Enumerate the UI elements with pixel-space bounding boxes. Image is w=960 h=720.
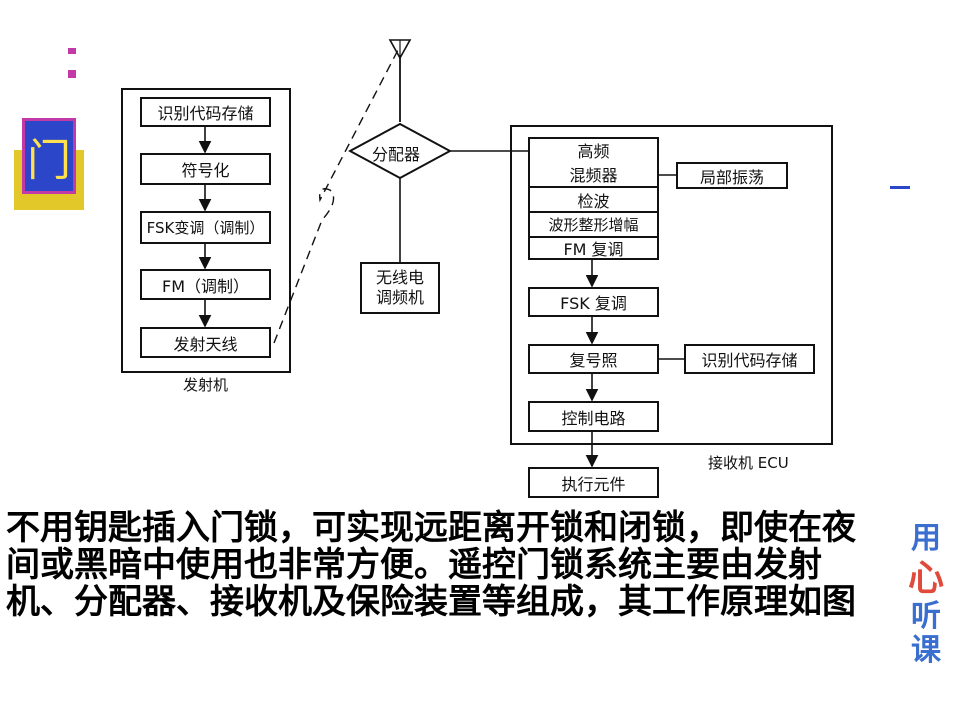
rx-rf-block: 高频 — [528, 137, 659, 163]
logo-char-bottom1: 听 — [911, 599, 941, 634]
radio-label-line1: 无线电 — [375, 268, 424, 287]
rx-mixer-block: 混频器 — [528, 161, 659, 188]
radio-fm-block: 无线电 调频机 — [360, 262, 440, 314]
tx-encode-block: 符号化 — [140, 153, 271, 185]
radio-label-line2: 调频机 — [375, 288, 424, 307]
tx-fsk-block: FSK变调（调制） — [140, 211, 271, 244]
logo-char-top: 用 — [911, 521, 941, 556]
rx-fm-demod-block: FM 复调 — [528, 238, 659, 260]
slide-title-fragment: 门 — [22, 118, 76, 194]
rx-fsk-demod-block: FSK 复调 — [528, 287, 659, 317]
title-deco-mid — [68, 70, 76, 78]
rx-control-block: 控制电路 — [528, 401, 659, 432]
distributor-label: 分配器 — [372, 145, 421, 164]
listen-logo: 用 心 听 课 — [896, 522, 956, 668]
logo-char-heart: 心 — [907, 557, 944, 599]
slide-body-text: 不用钥匙插入门锁，可实现远距离开锁和闭锁，即使在夜间或黑暗中使用也非常方便。遥控… — [6, 508, 856, 622]
rx-detector-block: 检波 — [528, 188, 659, 213]
transmitter-caption: 发射机 — [183, 376, 229, 394]
tx-antenna-block: 发射天线 — [140, 327, 271, 358]
rx-shaper-block: 波形整形增幅 — [528, 213, 659, 238]
actuator-block: 执行元件 — [528, 467, 659, 498]
tx-fm-block: FM（调制） — [140, 269, 271, 300]
title-underline-deco — [890, 186, 910, 189]
logo-char-bottom2: 课 — [911, 633, 941, 668]
tx-code-store-block: 识别代码存储 — [140, 97, 271, 127]
rx-code-store-block: 识别代码存储 — [684, 344, 815, 374]
receiver-caption: 接收机 ECU — [708, 454, 789, 472]
rx-local-osc-block: 局部振荡 — [676, 162, 788, 189]
title-deco-top — [68, 48, 76, 54]
transmitter-frame — [121, 88, 291, 373]
rx-compare-block: 复号照 — [528, 344, 659, 374]
distributor-diamond — [348, 122, 452, 180]
receiver-frame — [510, 125, 833, 445]
